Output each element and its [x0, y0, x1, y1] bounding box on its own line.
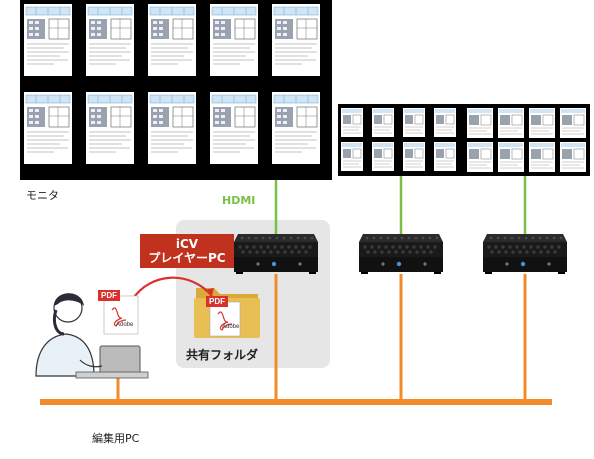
- player-pc-badge: iCV プレイヤーPC: [140, 234, 234, 268]
- player-badge-line2: プレイヤーPC: [148, 251, 226, 265]
- pdf-file-tag: PDF: [98, 290, 120, 301]
- player-badge-line1: iCV: [175, 237, 199, 251]
- shared-folder-label: 共有フォルダ: [186, 348, 259, 362]
- folder-pdf-tag: PDF: [206, 296, 228, 307]
- monitor-wall-2: [338, 104, 464, 176]
- folder-adobe-label: Adobe: [222, 324, 240, 330]
- monitor-wall-3: [464, 104, 590, 176]
- pdf-adobe-label: Adobe: [116, 322, 134, 328]
- person-laptop-icon: [35, 293, 149, 379]
- hdmi-label: HDMI: [222, 194, 256, 207]
- editor-pc-label: 編集用PC: [92, 432, 140, 445]
- monitor-label: モニタ: [26, 189, 59, 202]
